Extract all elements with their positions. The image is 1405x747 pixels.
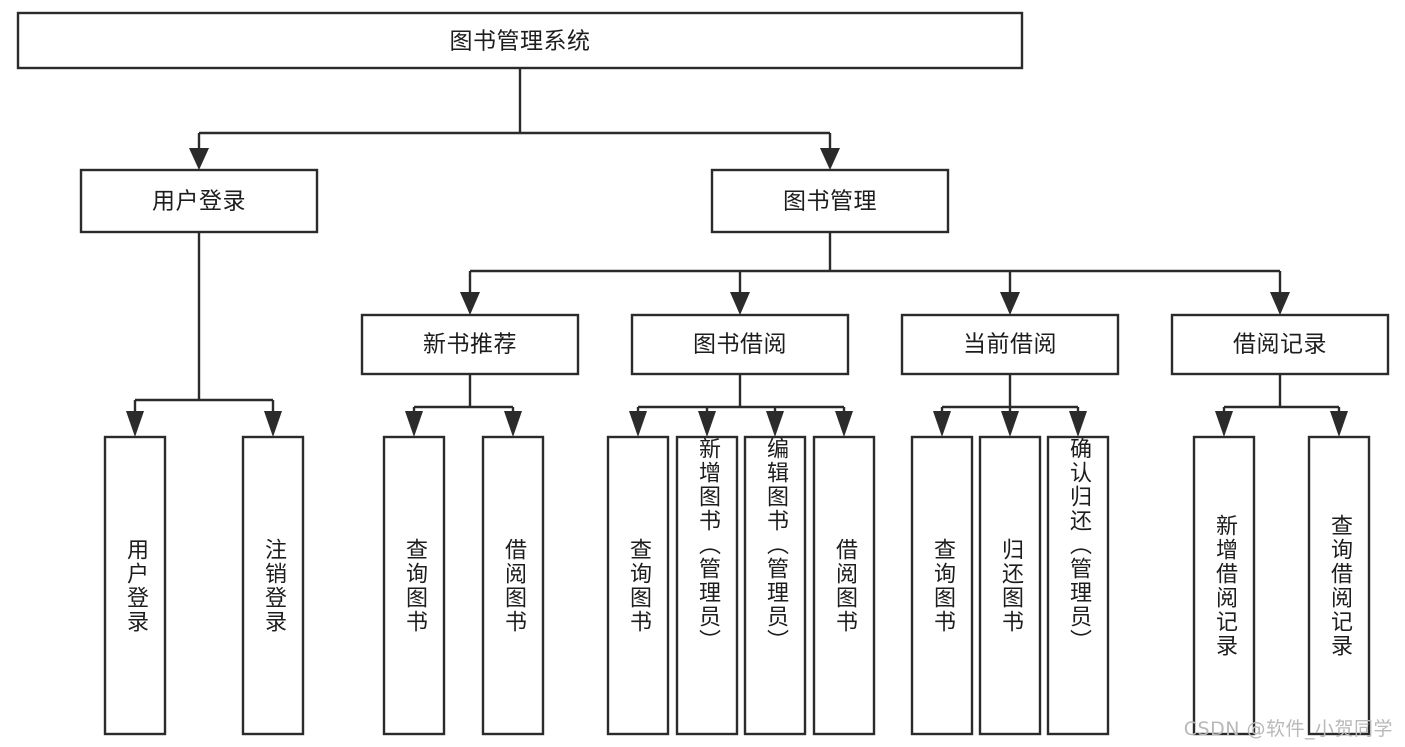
leaf-box-book-borrow-1[interactable]: [675, 435, 739, 736]
leaf-box-current-borrow-0[interactable]: [910, 435, 974, 736]
node-book-manage-box[interactable]: [710, 168, 950, 234]
leaf-box-new-book-0[interactable]: [382, 435, 446, 736]
node-book-manage[interactable]: 图书管理: [710, 168, 950, 234]
node-new-book-recommend-label: 新书推荐: [423, 332, 517, 358]
arrow-leaf-nb-0: [405, 411, 423, 437]
arrow-l3-1: [730, 292, 750, 315]
leaf-box-current-borrow-1[interactable]: [978, 435, 1042, 736]
leaf-box-user-login-0[interactable]: [103, 435, 167, 736]
node-user-login[interactable]: 用户登录: [79, 168, 319, 234]
arrow-leaf-cb-0: [933, 411, 951, 437]
arrow-leaf-cb-1: [1001, 411, 1019, 437]
arrow-l3-0: [460, 292, 480, 315]
arrow-leaf-bb-2: [766, 411, 784, 437]
leaf-box-book-borrow-2[interactable]: [743, 435, 807, 736]
connector-group: [126, 68, 1348, 437]
node-book-borrow-label: 图书借阅: [693, 332, 787, 358]
node-borrow-record[interactable]: 借阅记录: [1170, 313, 1390, 376]
node-borrow-record-box[interactable]: [1170, 313, 1390, 376]
leaf-box-current-borrow-2[interactable]: [1046, 435, 1110, 736]
node-current-borrow-box[interactable]: [900, 313, 1120, 376]
node-root-box[interactable]: [16, 11, 1024, 70]
arrow-leaf-cb-2: [1069, 411, 1087, 437]
node-user-login-box[interactable]: [79, 168, 319, 234]
arrow-leaf-br-0: [1215, 411, 1233, 437]
node-current-borrow[interactable]: 当前借阅: [900, 313, 1120, 376]
csdn-watermark: CSDN @软件_小贺同学: [1183, 718, 1393, 740]
arrow-l3-3: [1270, 292, 1290, 315]
node-root[interactable]: 图书管理系统: [16, 11, 1024, 70]
arrow-leaf-br-1: [1330, 411, 1348, 437]
node-current-borrow-label: 当前借阅: [963, 332, 1057, 358]
leaf-box-book-borrow-3[interactable]: [812, 435, 876, 736]
node-book-manage-label: 图书管理: [783, 189, 877, 215]
node-user-login-label: 用户登录: [152, 189, 246, 215]
leaf-box-borrow-record-0[interactable]: [1192, 435, 1256, 736]
leaf-box-borrow-record-1[interactable]: [1307, 435, 1371, 736]
arrow-leaf-bb-0: [629, 411, 647, 437]
arrow-leaf-bb-1: [698, 411, 716, 437]
node-new-book-recommend[interactable]: 新书推荐: [360, 313, 580, 376]
node-book-borrow-box[interactable]: [630, 313, 850, 376]
node-root-label: 图书管理系统: [450, 29, 591, 55]
arrow-leaf-nb-1: [504, 411, 522, 437]
arrow-leaf-bb-3: [835, 411, 853, 437]
node-new-book-recommend-box[interactable]: [360, 313, 580, 376]
arrow-l3-2: [1000, 292, 1020, 315]
arrow-book-manage: [820, 148, 840, 170]
arrow-leaf-ul-0: [126, 411, 144, 437]
node-book-borrow[interactable]: 图书借阅: [630, 313, 850, 376]
arrow-leaf-ul-1: [264, 411, 282, 437]
node-borrow-record-label: 借阅记录: [1233, 332, 1327, 358]
leaf-box-book-borrow-0[interactable]: [606, 435, 670, 736]
leaf-box-new-book-1[interactable]: [481, 435, 545, 736]
arrow-user-login: [189, 148, 209, 170]
leaf-box-user-login-1[interactable]: [241, 435, 305, 736]
